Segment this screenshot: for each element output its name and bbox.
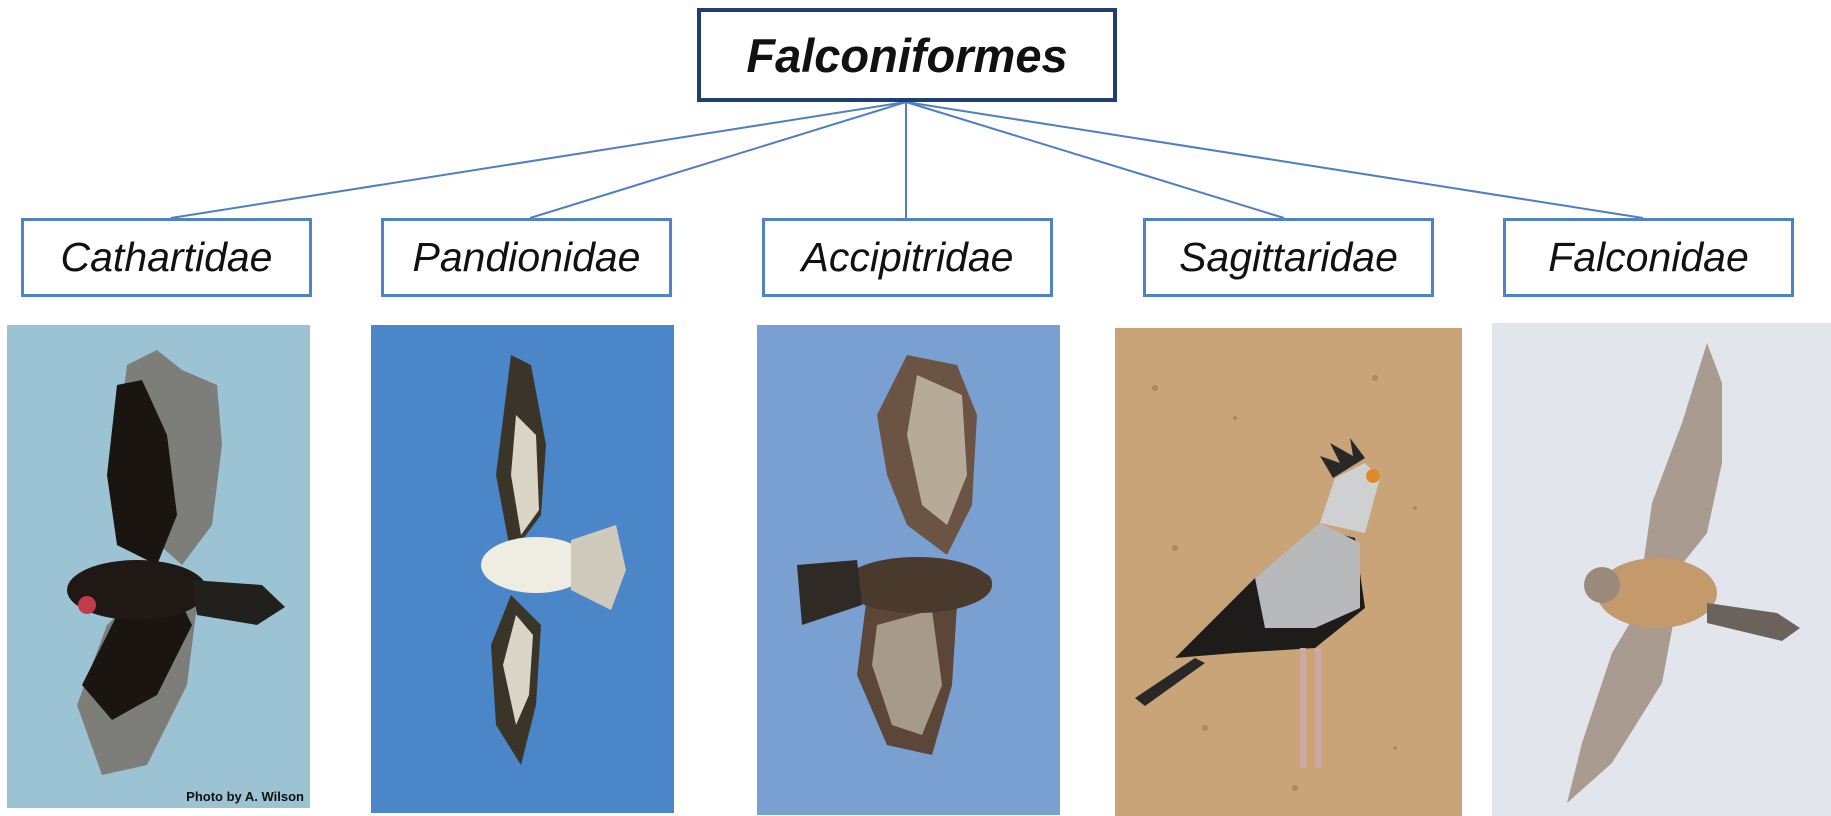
buzzard-illustration [797,355,992,755]
family-label: Sagittaridae [1179,234,1398,280]
root-node-falconiformes: Falconiformes [697,8,1117,102]
photo-credit: Photo by A. Wilson [186,789,304,804]
vulture-illustration [67,350,285,775]
family-label: Pandionidae [412,234,641,280]
connector-cathartidae [170,101,907,219]
kestrel-illustration [1567,343,1800,803]
family-node-pandionidae: Pandionidae [381,218,672,297]
photo-falconidae [1492,323,1831,816]
family-node-sagittaridae: Sagittaridae [1143,218,1434,297]
photo-sagittaridae [1115,328,1462,816]
root-label: Falconiformes [746,28,1068,82]
photo-cathartidae: Photo by A. Wilson [7,325,310,808]
family-node-falconidae: Falconidae [1503,218,1794,297]
family-label: Accipitridae [801,234,1014,280]
photo-pandionidae [371,325,674,813]
connector-sagittaridae [905,101,1285,219]
connector-pandionidae [529,101,907,219]
family-label: Cathartidae [60,234,273,280]
connector-falconidae [905,101,1644,219]
photo-accipitridae [757,325,1060,815]
family-node-accipitridae: Accipitridae [762,218,1053,297]
family-label: Falconidae [1548,234,1749,280]
secretarybird-illustration [1135,375,1417,791]
osprey-illustration [481,355,626,765]
family-node-cathartidae: Cathartidae [21,218,312,297]
